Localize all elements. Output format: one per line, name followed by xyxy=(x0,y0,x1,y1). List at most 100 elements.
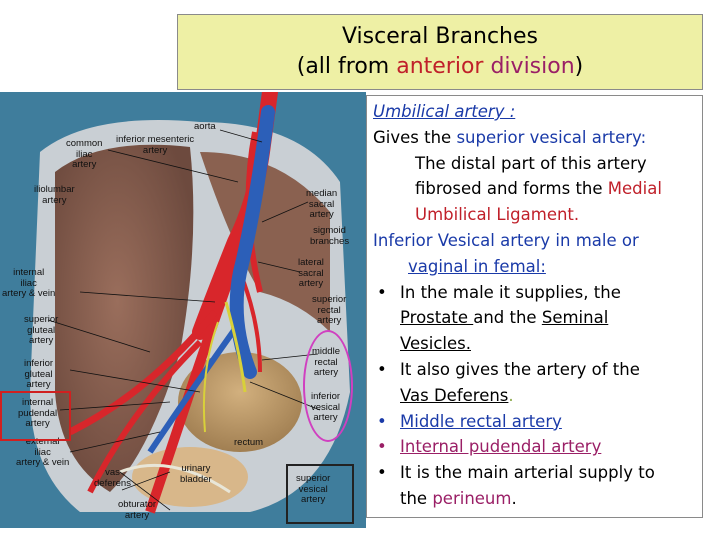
bullet-vas-deferens: It also gives the artery of the Vas Defe… xyxy=(373,357,696,409)
label-vas-deferens-1: vas xyxy=(105,467,120,478)
bullet-middle-rectal: Middle rectal artery xyxy=(373,409,696,435)
vas-deferens-text: Vas Deferens xyxy=(400,385,509,405)
label-internal-pudendal-1: internal xyxy=(21,397,54,408)
highlight-internal-pudendal-frame xyxy=(0,391,71,441)
title-anterior: anterior xyxy=(396,54,484,79)
label-internal-pudendal-2: pudendal xyxy=(18,407,58,419)
label-common-iliac-3: artery xyxy=(72,159,97,170)
label-internal-iliac-3: artery & vein xyxy=(2,288,56,299)
label-iliolumbar-1: iliolumbar xyxy=(34,184,75,195)
bullet-5-dot: . xyxy=(511,488,517,508)
middle-rectal-artery-text: Middle rectal artery xyxy=(400,411,562,431)
bullet-perineum-supply: It is the main arterial supply to the pe… xyxy=(373,460,696,512)
label-vas-deferens-2: deferens xyxy=(94,477,131,489)
bullet-1-and: and the xyxy=(473,308,542,328)
slide-title: Visceral Branches (all from anterior div… xyxy=(177,14,703,90)
label-obturator-1: obturator xyxy=(118,499,157,510)
label-inferior-gluteal-3: artery xyxy=(26,379,51,390)
gives-line: Gives the superior vesical artery: xyxy=(373,125,696,151)
label-superior-gluteal-2: gluteal xyxy=(27,324,56,336)
label-superior-rectal-3: artery xyxy=(317,315,342,326)
gives-pre: Gives the xyxy=(373,127,457,147)
content-panel: Umbilical artery : Gives the superior ve… xyxy=(366,95,703,518)
pelvis-artery-illustration: aorta common iliac artery inferior mesen… xyxy=(0,92,366,528)
label-median-sacral-2: sacral xyxy=(308,198,335,210)
label-superior-vesical: superior vesical artery xyxy=(296,473,331,506)
label-inferior-gluteal: inferior gluteal artery xyxy=(24,358,54,391)
label-median-sacral: median sacral artery xyxy=(306,188,338,221)
label-sigmoid-2: branches xyxy=(310,235,350,247)
perineum-text: perineum xyxy=(432,488,512,508)
label-superior-vesical-2: vesical xyxy=(298,483,328,495)
prostate-text: Prostate xyxy=(400,308,474,328)
label-superior-gluteal: superior gluteal artery xyxy=(24,314,59,347)
label-superior-gluteal-3: artery xyxy=(29,335,54,346)
bullet-2-line-2: Vas Deferens. xyxy=(400,383,696,409)
label-superior-vesical-3: artery xyxy=(301,494,326,505)
label-rectum: rectum xyxy=(234,437,264,448)
title-post: ) xyxy=(574,54,584,79)
internal-pudendal-artery-text: Internal pudendal artery xyxy=(400,437,602,457)
inferior-vesical-line-2: vaginal in femal: xyxy=(408,256,546,276)
superior-vesical-artery-text: superior vesical artery: xyxy=(456,127,647,147)
bullet-1-line-1: In the male it supplies, the xyxy=(400,282,621,302)
label-external-iliac-1: external xyxy=(25,436,60,447)
label-urinary-bladder-2: bladder xyxy=(180,473,212,485)
bullet-5-line-2: the perineum. xyxy=(400,486,696,512)
vesicles-text: Vesicles. xyxy=(400,334,471,354)
label-external-iliac-2: iliac xyxy=(34,446,51,458)
label-lateral-sacral-2: sacral xyxy=(298,267,324,279)
bullet-1-line-2: Prostate and the Seminal xyxy=(400,305,696,331)
label-sigmoid: sigmoid branches xyxy=(310,225,350,247)
label-urinary-bladder: urinary bladder xyxy=(180,463,212,485)
title-division: division xyxy=(490,54,575,79)
seminal-text: Seminal xyxy=(541,308,609,328)
label-iliolumbar: iliolumbar artery xyxy=(34,184,75,206)
bullet-internal-pudendal: Internal pudendal artery xyxy=(373,434,696,460)
label-superior-rectal-1: superior xyxy=(312,294,347,305)
label-inferior-mesenteric-1: inferior mesenteric xyxy=(116,134,195,145)
inferior-vesical-line-1: Inferior Vesical artery in male or xyxy=(373,230,639,250)
label-internal-iliac: internal iliac artery & vein xyxy=(2,267,56,300)
title-line-2: (all from anterior division) xyxy=(297,52,584,82)
label-superior-rectal-2: rectal xyxy=(317,304,341,316)
bullet-male-supply: In the male it supplies, the Prostate an… xyxy=(373,280,696,357)
label-common-iliac-1: common xyxy=(66,138,103,149)
label-inferior-gluteal-1: inferior xyxy=(24,358,54,369)
label-inferior-mesenteric: inferior mesenteric artery xyxy=(116,134,195,156)
label-median-sacral-1: median xyxy=(306,188,338,199)
bullet-2-line-1: It also gives the artery of the xyxy=(400,359,640,379)
label-sigmoid-1: sigmoid xyxy=(313,225,346,236)
label-internal-iliac-1: internal xyxy=(13,267,45,278)
label-common-iliac-2: iliac xyxy=(76,148,93,160)
label-obturator: obturator artery xyxy=(118,499,157,521)
pelvis-drawing xyxy=(0,92,366,528)
label-lateral-sacral-1: lateral xyxy=(298,257,324,268)
distal-line-2: fibrosed and forms the Medial xyxy=(373,176,696,202)
label-urinary-bladder-1: urinary xyxy=(181,463,211,474)
label-common-iliac: common iliac artery xyxy=(66,138,103,171)
bullet-2-dot: . xyxy=(508,385,514,405)
distal-2-pre: fibrosed and forms the xyxy=(415,179,608,199)
title-line-1: Visceral Branches xyxy=(341,24,538,49)
label-internal-pudendal-3: artery xyxy=(25,418,50,429)
distal-line-1: The distal part of this artery xyxy=(415,153,647,173)
label-iliolumbar-2: artery xyxy=(42,194,67,206)
highlight-superior-vesical-frame xyxy=(286,464,354,524)
label-superior-vesical-1: superior xyxy=(296,473,331,484)
label-superior-gluteal-1: superior xyxy=(24,314,59,325)
label-inferior-mesenteric-2: artery xyxy=(142,144,168,156)
label-inferior-gluteal-2: gluteal xyxy=(24,368,53,380)
label-vas-deferens: vas deferens xyxy=(94,467,131,489)
label-external-iliac: external iliac artery & vein xyxy=(16,436,70,469)
bullet-5-pre: the xyxy=(400,488,433,508)
label-superior-rectal: superior rectal artery xyxy=(312,294,347,327)
label-external-iliac-3: artery & vein xyxy=(16,457,70,468)
label-obturator-2: artery xyxy=(124,509,150,521)
title-pre: (all from xyxy=(296,54,397,79)
umbilical-artery-heading: Umbilical artery : xyxy=(373,102,516,121)
label-aorta: aorta xyxy=(194,121,216,132)
highlight-rectal-vesical-circle xyxy=(303,330,353,442)
label-internal-iliac-2: iliac xyxy=(20,277,37,289)
label-lateral-sacral-3: artery xyxy=(298,278,324,289)
